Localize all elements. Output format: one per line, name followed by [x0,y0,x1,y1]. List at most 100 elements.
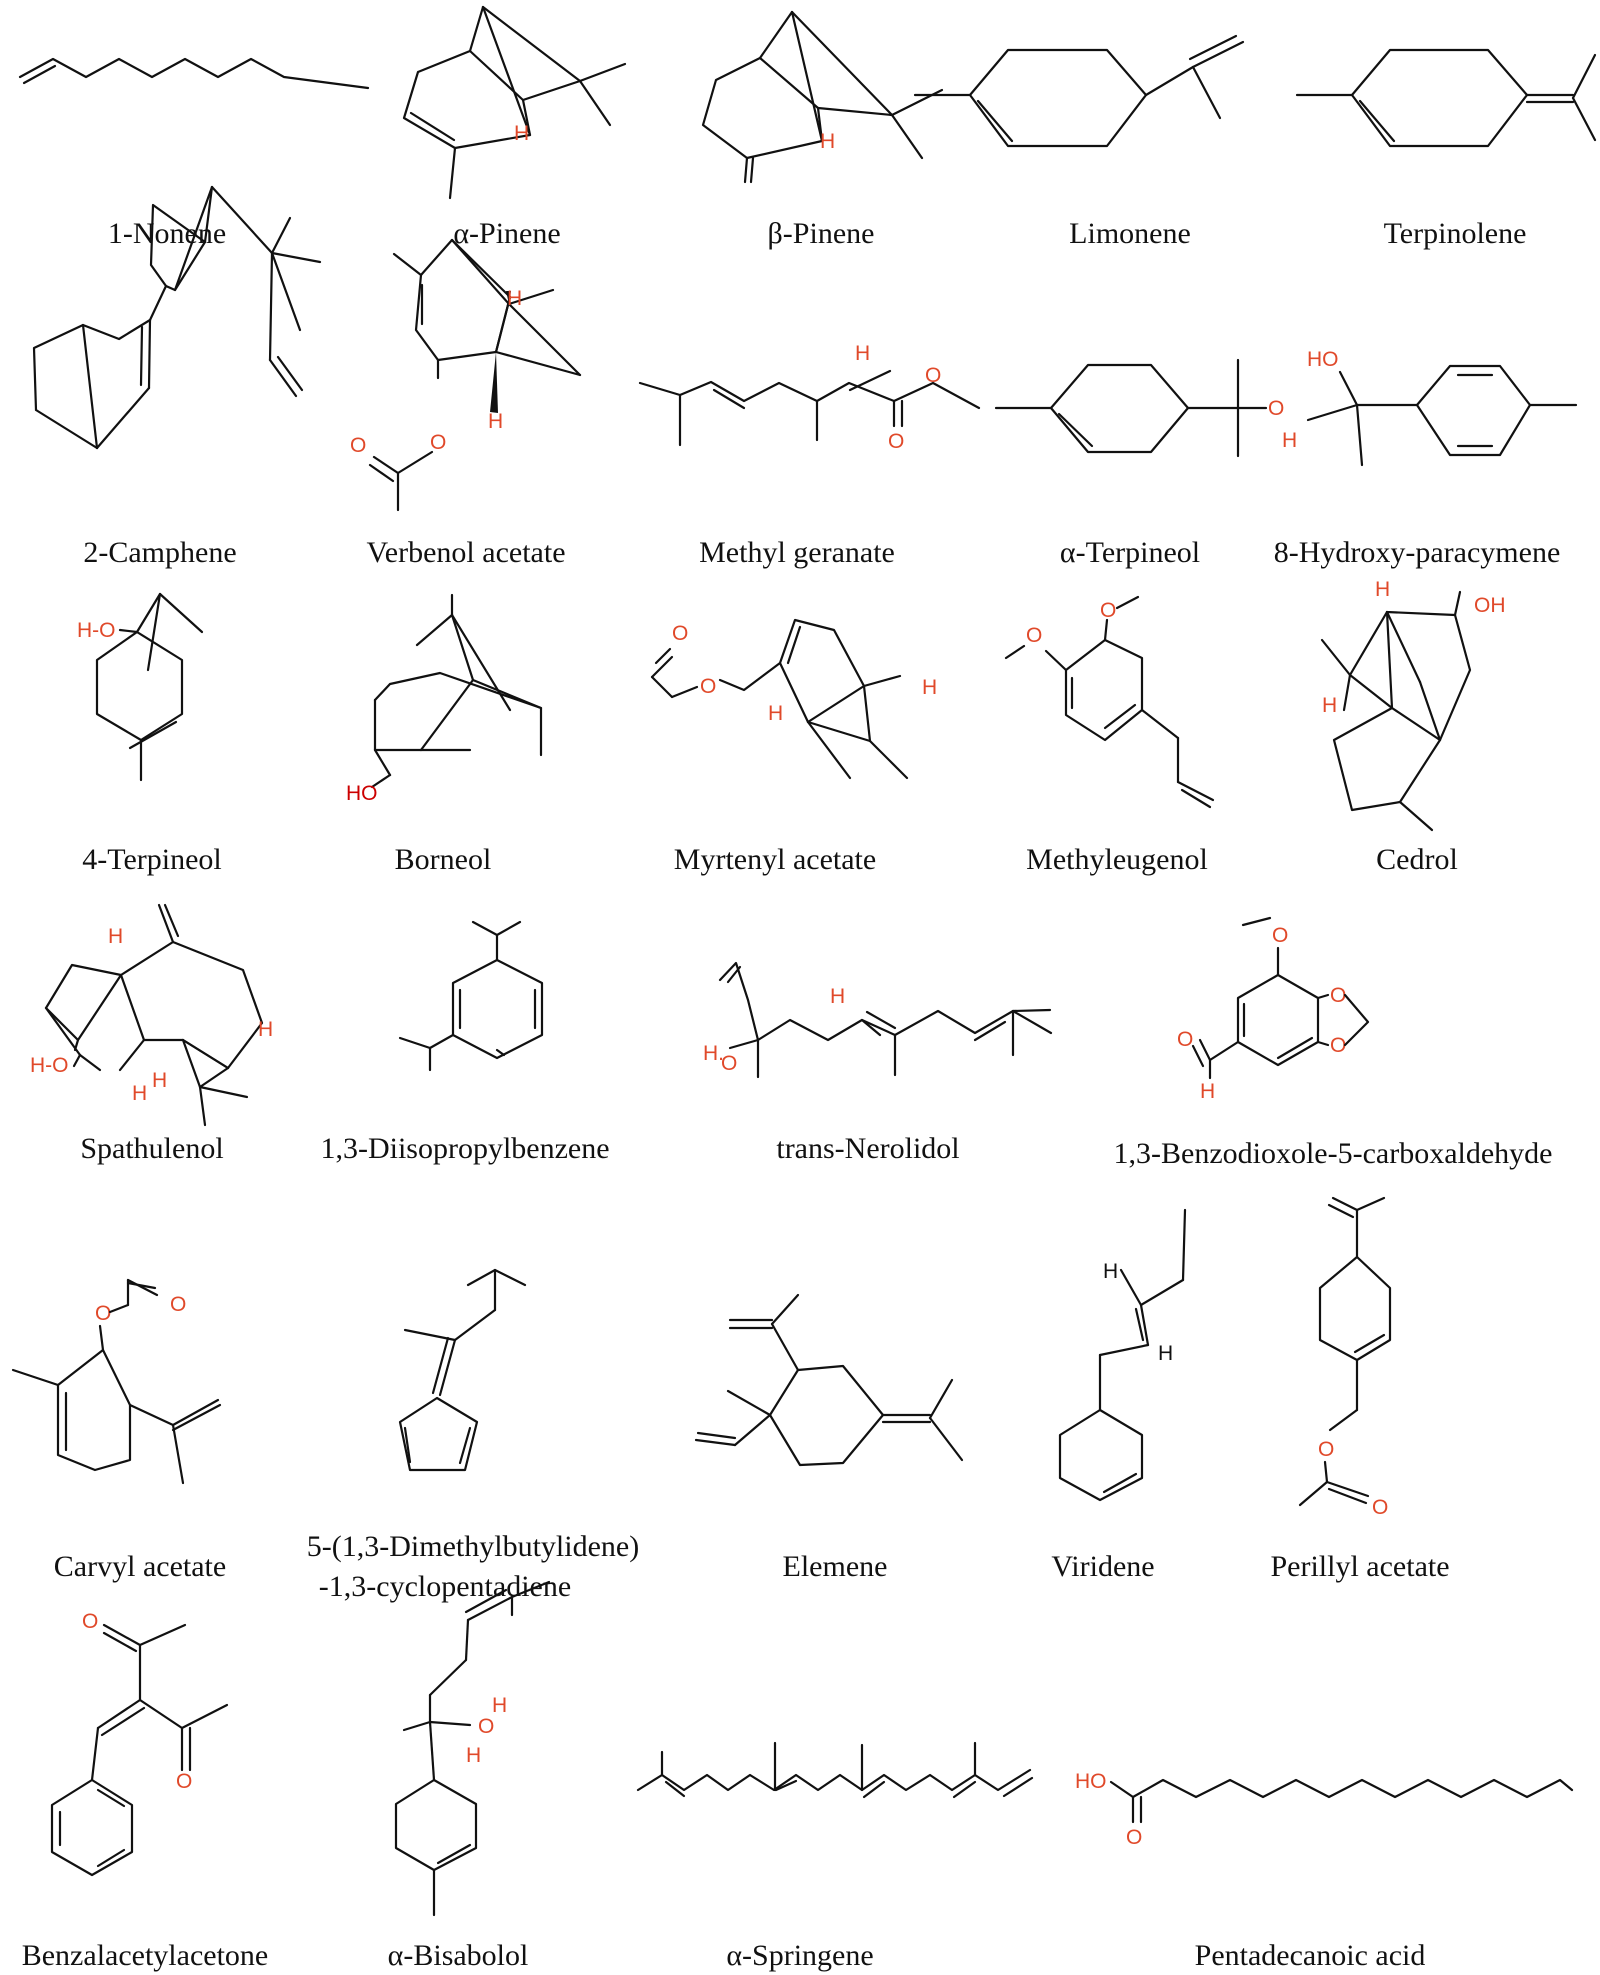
h-atom: H [514,122,529,145]
label-elemene: Elemene [783,1550,888,1583]
h-atom: H [152,1069,167,1092]
label-2-camphene: 2-Camphene [83,536,236,569]
structure-benzodioxole-carboxaldehyde: O O O O H [1177,916,1370,1103]
o-atom: O [478,1715,494,1738]
o-atom: O [700,675,716,698]
label-carvyl-acetate: Carvyl acetate [54,1550,226,1583]
structure-alpha-pinene: H [402,5,627,200]
structure-borneol: HO [346,593,543,805]
structure-elemene [694,1293,964,1467]
structure-methyl-geranate: H O O [638,342,981,453]
o-atom: O [1100,599,1116,622]
oh-group: OH [1474,594,1506,617]
label-viridene: Viridene [1051,1550,1154,1583]
label-alpha-springene: α-Springene [726,1939,873,1972]
h-atom: H [492,1694,507,1717]
label-cedrol: Cedrol [1376,843,1458,876]
label-dimethylbutylidene-line1: 5-(1,3-Dimethylbutylidene) [307,1530,639,1563]
ho-group: HO [346,782,378,805]
structure-pentadecanoic-acid: HO O [1075,1770,1574,1849]
label-4-terpineol: 4-Terpineol [82,843,222,876]
h-atom: H [132,1082,147,1105]
structure-1-3-diisopropylbenzene [398,920,544,1072]
o-atom: O [672,622,688,645]
structure-benzalacetylacetone: O O [50,1610,229,1877]
compound-labels: 1-Nonene α-Pinene β-Pinene Limonene Terp… [22,217,1561,1972]
label-pentadecanoic-acid: Pentadecanoic acid [1195,1939,1426,1972]
structure-beta-pinene: H [701,10,944,184]
label-verbenol-acetate: Verbenol acetate [366,536,565,569]
ho-group: HO [1307,348,1339,371]
label-1-3-diisopropylbenzene: 1,3-Diisopropylbenzene [320,1132,609,1165]
o-atom: O [1372,1496,1388,1519]
structure-alpha-bisabolol: O H H [394,1580,551,1917]
h-atom: H [855,342,870,365]
o-atom: O [350,434,366,457]
h-atom: H [466,1744,481,1767]
o-atom: O [82,1610,98,1633]
label-alpha-bisabolol: α-Bisabolol [388,1939,529,1972]
structure-viridene: H H [1058,1208,1187,1502]
structure-8-hydroxy-paracymene: HO [1306,348,1578,467]
label-beta-pinene: β-Pinene [768,217,875,250]
ho-group: HO [1075,1770,1107,1793]
label-perillyl-acetate: Perillyl acetate [1270,1550,1449,1583]
structure-4-terpineol: H-O [77,592,204,782]
o-atom: O [1026,624,1042,647]
structure-myrtenyl-acetate: O O H H [650,618,937,780]
ho-group: H-O [30,1054,69,1077]
h-atom: H [1375,578,1390,601]
structure-carvyl-acetate: O O [11,1278,222,1485]
structure-perillyl-acetate: O O [1298,1196,1392,1519]
o-atom: O [888,430,904,453]
o-atom: O [1272,924,1288,947]
structure-2-camphene [32,185,322,450]
h-atom: H [488,410,503,433]
o-atom: O [721,1052,737,1075]
o-atom: O [176,1770,192,1793]
h-atom: H [830,985,845,1008]
structure-trans-nerolidol: H. O H [703,961,1053,1079]
h-atom: H [1282,429,1297,452]
structure-methyleugenol: O O [1004,595,1215,809]
label-benzalacetylacetone: Benzalacetylacetone [22,1939,269,1972]
h-atom: H [820,130,835,153]
label-limonene: Limonene [1069,217,1191,250]
label-8-hydroxy-paracymene: 8-Hydroxy-paracymene [1274,536,1561,569]
ho-group: H-O [77,619,116,642]
o-atom: O [1126,1826,1142,1849]
ho-group: H. [703,1042,724,1065]
h-atom: H [1200,1080,1215,1103]
structure-spathulenol: H H-O H H H [30,903,273,1127]
o-atom: O [1330,984,1346,1007]
label-methyleugenol: Methyleugenol [1026,843,1208,876]
label-terpinolene: Terpinolene [1384,217,1527,250]
h-atom: H [108,925,123,948]
label-benzodioxole-carboxaldehyde: 1,3-Benzodioxole-5-carboxaldehyde [1114,1137,1553,1170]
h-atom: H [768,702,783,725]
structure-1-nonene [18,57,370,90]
label-spathulenol: Spathulenol [80,1132,223,1165]
structure-cedrol: H OH H [1320,578,1506,832]
o-atom: O [1318,1438,1334,1461]
h-atom: H [1158,1342,1173,1365]
o-atom: O [1268,397,1284,420]
h-atom: H [1103,1260,1118,1283]
h-atom: H [258,1018,273,1041]
structure-alpha-terpineol: O H [994,358,1297,458]
structure-alpha-springene [636,1741,1034,1799]
structure-terpinolene [1295,48,1597,148]
label-alpha-terpineol: α-Terpineol [1060,536,1200,569]
o-atom: O [1177,1028,1193,1051]
structure-verbenol-acetate: H H O O [350,238,582,512]
structure-dimethylbutylidene-cyclopentadiene [398,1268,527,1472]
h-atom: H [507,287,522,310]
label-methyl-geranate: Methyl geranate [699,536,895,569]
label-myrtenyl-acetate: Myrtenyl acetate [674,843,876,876]
label-borneol: Borneol [395,843,492,876]
o-atom: O [95,1302,111,1325]
o-atom: O [170,1293,186,1316]
label-alpha-pinene: α-Pinene [453,217,560,250]
